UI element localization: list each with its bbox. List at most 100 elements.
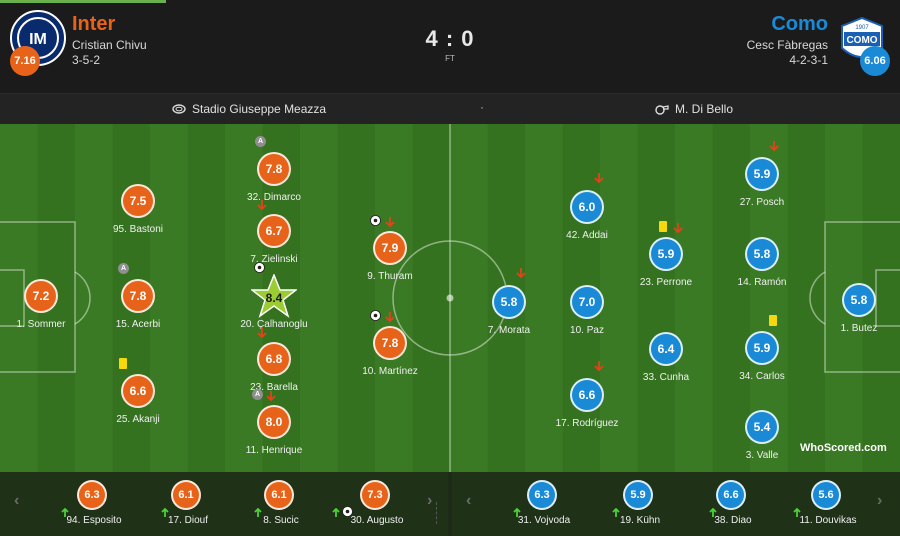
player-name: 34. Carlos xyxy=(739,371,785,382)
chevron-right-icon[interactable]: › xyxy=(877,492,883,509)
sub-sucic[interactable]: 6.1 8. Sucic xyxy=(236,478,326,534)
referee-info: M. Di Bello xyxy=(655,102,733,116)
como-crest-icon[interactable]: COMO 1907 xyxy=(834,12,890,68)
away-formation: 4-2-3-1 xyxy=(789,53,828,67)
sub-vojvoda[interactable]: 6.3 31. Vojvoda xyxy=(499,478,589,534)
away-team-name[interactable]: Como xyxy=(771,13,828,35)
stadium-info: Stadio Giuseppe Meazza xyxy=(172,102,326,116)
goal-ball-icon xyxy=(370,215,381,226)
arrow-down-icon xyxy=(385,312,395,323)
arrow-down-icon xyxy=(257,200,267,211)
captain-icon: A xyxy=(255,136,266,147)
player-name: 23. Barella xyxy=(250,382,298,393)
player-rating: 6.0 xyxy=(570,190,604,224)
goal-ball-icon xyxy=(370,310,381,321)
player-addai[interactable]: 6.0 42. Addai xyxy=(532,173,642,250)
home-coach[interactable]: Cristian Chivu xyxy=(72,38,147,52)
player-valle[interactable]: 5.4 3. Valle xyxy=(707,410,817,470)
sub-esposito[interactable]: 6.3 94. Esposito xyxy=(49,478,139,534)
sub-on-arrow-icon xyxy=(793,508,801,517)
chevron-right-icon[interactable]: › xyxy=(427,492,433,509)
player-rating: 6.1 xyxy=(264,480,294,510)
pitch: 7.2 1. Sommer 7.5 95. Bastoni A 7.8 15. … xyxy=(0,124,900,472)
player-name: 1. Sommer xyxy=(16,319,66,330)
player-butez[interactable]: 5.8 1. Butez xyxy=(804,283,900,343)
player-name: 31. Vojvoda xyxy=(517,515,571,526)
player-acerbi[interactable]: A 7.8 15. Acerbi xyxy=(83,263,193,339)
match-score: 4 : 0 xyxy=(425,26,475,51)
captain-icon: A xyxy=(252,389,263,400)
arrow-down-icon xyxy=(257,328,267,339)
sub-augusto[interactable]: 7.3 30. Augusto xyxy=(332,478,422,534)
player-ramon[interactable]: 5.8 14. Ramón xyxy=(707,237,817,297)
info-separator: · xyxy=(480,100,484,114)
player-cunha[interactable]: 6.4 33. Cunha xyxy=(611,332,721,392)
arrow-down-icon xyxy=(673,223,683,234)
player-carlos[interactable]: 5.9 34. Carlos xyxy=(707,315,817,391)
player-martinez[interactable]: 7.8 10. Martínez xyxy=(335,310,445,386)
player-perrone[interactable]: 5.9 23. Perrone xyxy=(611,221,721,297)
player-morata[interactable]: 5.8 7. Morata xyxy=(454,268,564,345)
whistle-icon xyxy=(655,105,669,115)
player-posch[interactable]: 5.9 27. Posch xyxy=(707,141,817,217)
como-crest-text: COMO xyxy=(846,35,877,46)
player-henrique[interactable]: A 8.0 11. Henrique xyxy=(219,389,329,465)
player-rating: 7.3 xyxy=(360,480,390,510)
player-bastoni[interactable]: 7.5 95. Bastoni xyxy=(83,184,193,244)
player-rating: 5.4 xyxy=(745,410,779,444)
player-name: 1. Butez xyxy=(840,323,878,334)
player-paz[interactable]: 7.0 10. Paz xyxy=(532,285,642,345)
player-rating: 7.8 xyxy=(373,326,407,360)
match-header: IM 7.16 Inter Cristian Chivu 3-5-2 4 : 0… xyxy=(0,0,900,94)
goal-ball-icon xyxy=(254,262,265,273)
player-name: 32. Dimarco xyxy=(247,192,301,203)
chevron-left-icon[interactable]: ‹ xyxy=(14,492,20,509)
player-akanji[interactable]: 6.6 25. Akanji xyxy=(83,358,193,434)
player-dimarco[interactable]: A 7.8 32. Dimarco xyxy=(219,136,329,212)
yellow-card-icon xyxy=(119,358,127,369)
player-name: 95. Bastoni xyxy=(112,224,164,235)
player-name: 7. Zielinski xyxy=(250,254,298,265)
yellow-card-icon xyxy=(659,221,667,232)
player-rating: 6.6 xyxy=(570,378,604,412)
player-name: 33. Cunha xyxy=(642,372,690,383)
chevron-left-icon[interactable]: ‹ xyxy=(466,492,472,509)
arrow-down-icon xyxy=(266,391,276,402)
sub-douvikas[interactable]: 5.6 11. Douvikas xyxy=(783,478,873,534)
svg-text:IM: IM xyxy=(29,31,47,48)
player-sommer[interactable]: 7.2 1. Sommer xyxy=(0,279,96,339)
player-rating: 5.8 xyxy=(492,285,526,319)
substitutes-bar: ‹ › ‹ › 6.3 94. Esposito 6.1 17. Diouf 6… xyxy=(0,472,900,536)
player-rating: 7.8 xyxy=(257,152,291,186)
home-team-name[interactable]: Inter xyxy=(72,13,116,35)
home-formation: 3-5-2 xyxy=(72,53,101,67)
player-rating: 7.9 xyxy=(373,231,407,265)
player-rating: 6.3 xyxy=(77,480,107,510)
away-coach[interactable]: Cesc Fàbregas xyxy=(746,38,828,52)
whoscored-logo[interactable]: WhoScored.com xyxy=(800,442,887,454)
player-name: 10. Martínez xyxy=(362,366,418,377)
player-rating: 5.9 xyxy=(649,237,683,271)
player-rating: 6.6 xyxy=(121,374,155,408)
player-thuram[interactable]: 7.9 9. Thuram xyxy=(335,215,445,291)
player-name: 17. Rodríguez xyxy=(555,418,619,429)
yellow-card-icon xyxy=(769,315,777,326)
player-name: 14. Ramón xyxy=(737,277,787,288)
captain-icon: A xyxy=(118,263,129,274)
player-barella[interactable]: 6.8 23. Barella xyxy=(219,328,329,402)
star-icon: 8.4 xyxy=(249,272,299,318)
sub-kuhn[interactable]: 5.9 19. Kühn xyxy=(595,478,685,534)
sub-diouf[interactable]: 6.1 17. Diouf xyxy=(143,478,233,534)
player-rating: 7.2 xyxy=(24,279,58,313)
player-rodriguez[interactable]: 6.6 17. Rodríguez xyxy=(532,361,642,438)
player-name: 10. Paz xyxy=(570,325,604,336)
player-rating: 5.8 xyxy=(842,283,876,317)
sub-diao[interactable]: 6.6 38. Diao xyxy=(688,478,778,534)
player-rating: 7.5 xyxy=(121,184,155,218)
player-name: 30. Augusto xyxy=(350,515,404,526)
referee-name: M. Di Bello xyxy=(675,102,734,116)
player-name: 17. Diouf xyxy=(167,515,209,526)
sub-on-arrow-icon xyxy=(709,508,717,517)
player-zielinski[interactable]: 6.7 7. Zielinski xyxy=(219,200,329,274)
player-calhanoglu[interactable]: 8.4 20. Çalhanoglu xyxy=(219,262,329,339)
